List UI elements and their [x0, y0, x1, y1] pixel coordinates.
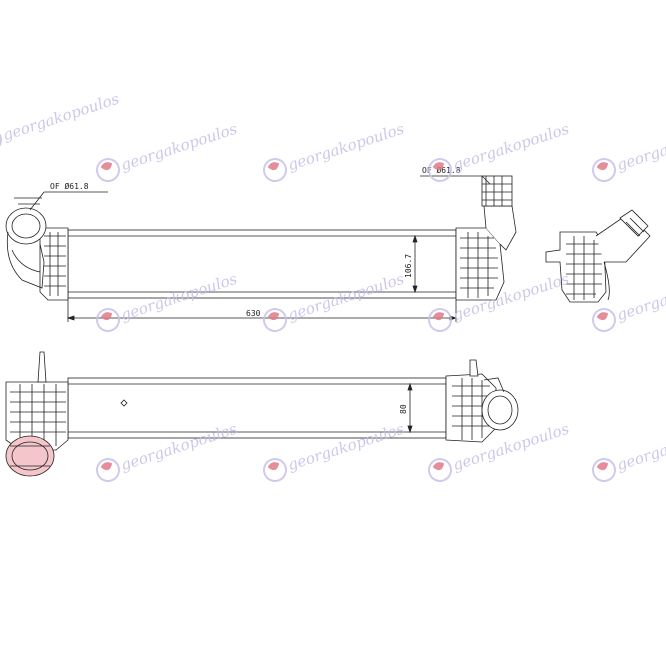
watermark-stamp: georgakopoulos — [263, 120, 407, 182]
logo-ring-icon — [96, 158, 120, 182]
watermark-stamp: georgakopoulos — [0, 90, 122, 152]
watermark-text: georgakopoulos — [451, 120, 572, 175]
watermark-stamp: georgakopoulos — [96, 120, 240, 182]
length-label: 630 — [246, 309, 261, 318]
logo-ring-icon — [263, 158, 287, 182]
logo-ring-icon — [428, 308, 452, 332]
intercooler-core-top — [67, 229, 457, 299]
left-outlet-bottom — [5, 435, 55, 477]
logo-ring-icon — [428, 158, 452, 182]
logo-mark-icon — [432, 312, 445, 321]
left-inlet-pipe — [5, 197, 47, 289]
logo-mark-icon — [267, 162, 280, 171]
logo-mark-icon — [100, 162, 113, 171]
logo-ring-icon — [263, 458, 287, 482]
depth-label: 80 — [399, 404, 408, 414]
right-tank-bottom — [445, 359, 497, 443]
depth-dimension-line — [407, 382, 413, 434]
left-tank-bottom — [5, 351, 69, 451]
watermark-text: georgakopoulos — [615, 420, 666, 475]
logo-ring-icon — [592, 308, 616, 332]
logo-ring-icon — [592, 458, 616, 482]
intercooler-core-bottom — [67, 377, 447, 439]
logo-ring-icon — [96, 308, 120, 332]
logo-ring-icon — [428, 458, 452, 482]
diameter-leaders — [29, 175, 491, 211]
watermark-text: georgakopoulos — [615, 120, 666, 175]
diameter-label-left: OF Ø61.8 — [50, 181, 89, 191]
logo-ring-icon — [592, 158, 616, 182]
intercooler-bottom-view — [5, 351, 519, 477]
logo-mark-icon — [432, 162, 445, 171]
logo-mark-icon — [432, 462, 445, 471]
right-outlet-bottom — [481, 377, 519, 431]
logo-ring-icon — [96, 458, 120, 482]
logo-mark-icon — [596, 312, 609, 321]
logo-mark-icon — [267, 462, 280, 471]
right-inlet-pipe — [481, 175, 517, 251]
intercooler-top-view — [5, 175, 517, 322]
watermark-stamp: georgakopoulos — [592, 120, 666, 182]
logo-ring-icon — [263, 308, 287, 332]
watermark-text: georgakopoulos — [1, 90, 122, 145]
intercooler-side-view — [545, 209, 651, 303]
watermark-text: georgakopoulos — [615, 270, 666, 325]
logo-mark-icon — [596, 462, 609, 471]
logo-mark-icon — [100, 312, 113, 321]
height-label: 106.7 — [404, 254, 413, 278]
watermark-text: georgakopoulos — [119, 120, 240, 175]
logo-mark-icon — [100, 462, 113, 471]
logo-mark-icon — [596, 162, 609, 171]
watermark-text: georgakopoulos — [286, 120, 407, 175]
logo-ring-icon — [0, 128, 2, 152]
left-tank-top — [39, 227, 69, 301]
logo-mark-icon — [267, 312, 280, 321]
height-dimension-line — [412, 234, 418, 294]
diameter-label-right: OF Ø61.8 — [422, 165, 461, 175]
watermark-stamp: georgakopoulos — [592, 420, 666, 482]
